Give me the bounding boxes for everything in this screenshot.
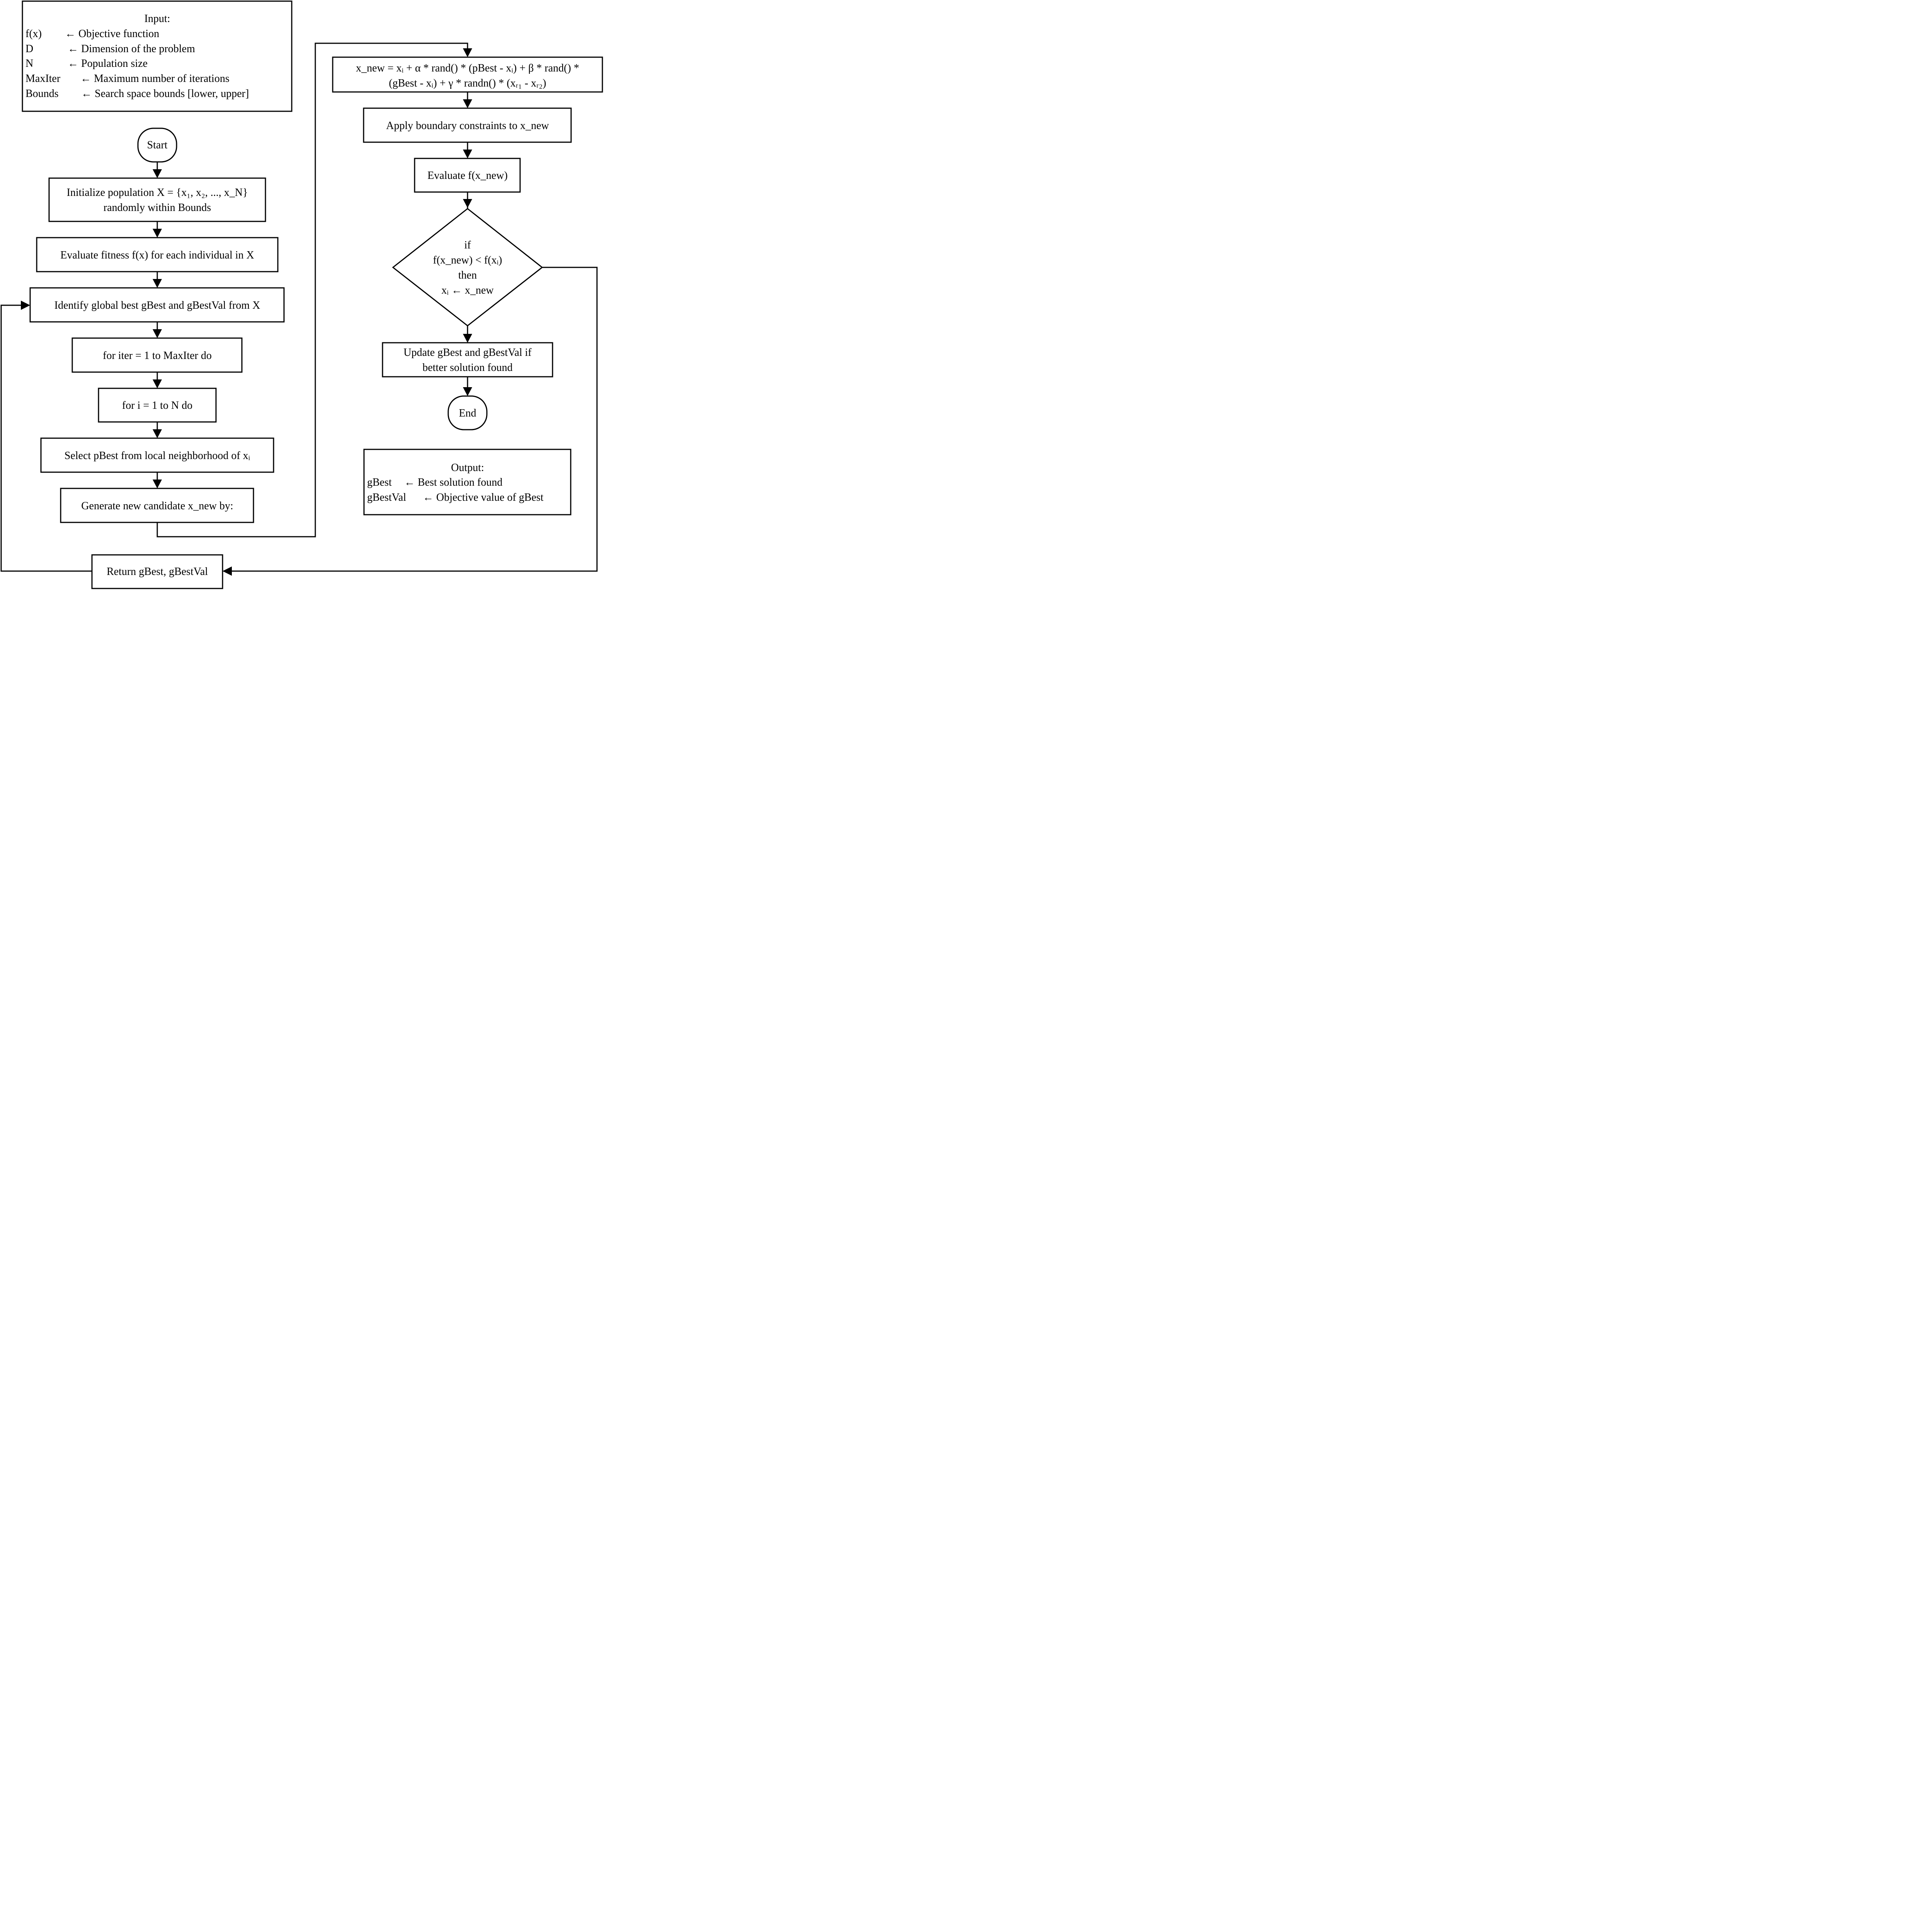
identify-global-best-box: Identify global best gBest and gBestVal … xyxy=(29,287,285,323)
select-pbest-label: Select pBest from local neighborhood of … xyxy=(65,450,250,462)
input-row-objective-symbol: f(x) xyxy=(26,28,42,40)
evaluate-new-label: Evaluate f(x_new) xyxy=(427,170,508,182)
output-row-gbestval-symbol: gBestVal xyxy=(367,492,406,503)
end-label: End xyxy=(459,407,476,419)
apply-boundary-label: Apply boundary constraints to x_new xyxy=(386,120,549,132)
generate-candidate-box: Generate new candidate x_new by: xyxy=(60,488,254,523)
input-row-dimension-desc: ← Dimension of the problem xyxy=(68,43,195,55)
arrowhead-down-icon xyxy=(153,329,162,338)
output-box: Output: gBest ← Best solution found gBes… xyxy=(363,449,571,515)
connectors xyxy=(0,43,598,572)
arrowhead-down-icon xyxy=(463,199,472,208)
start-node: Start xyxy=(137,128,177,163)
arrowhead-down-icon xyxy=(463,99,472,108)
input-row-maxiter-desc: ← Maximum number of iterations xyxy=(80,73,230,85)
connector-loop-back xyxy=(0,304,92,572)
arrowhead-down-icon xyxy=(153,279,162,288)
input-box: Input: f(x) ← Objective function D ← Dim… xyxy=(22,0,293,112)
evaluate-new-box: Evaluate f(x_new) xyxy=(414,158,521,193)
decision-diamond: if f(x_new) < f(xᵢ) then xᵢ ← x_new xyxy=(392,208,543,327)
identify-global-best-label: Identify global best gBest and gBestVal … xyxy=(54,299,260,311)
update-rule-line1: x_new = xᵢ + α * rand() * (pBest - xᵢ) +… xyxy=(356,62,579,74)
arrowhead-down-icon xyxy=(153,169,162,178)
select-pbest-box: Select pBest from local neighborhood of … xyxy=(40,437,274,473)
update-gbest-line2: better solution found xyxy=(422,362,512,374)
arrowhead-down-icon xyxy=(153,429,162,438)
decision-line4: xᵢ ← x_new xyxy=(441,284,494,296)
arrowhead-down-icon xyxy=(463,48,472,57)
evaluate-fitness-box: Evaluate fitness f(x) for each individua… xyxy=(36,237,279,272)
input-row-bounds-desc: ← Search space bounds [lower, upper] xyxy=(81,88,249,100)
init-population-line1: Initialize population X = {x₁, x₂, ..., … xyxy=(67,187,248,199)
arrowhead-down-icon xyxy=(153,229,162,238)
connector-decision-to-return xyxy=(232,267,598,572)
output-title: Output: xyxy=(451,462,484,474)
return-label: Return gBest, gBestVal xyxy=(107,566,208,578)
arrowhead-right-icon xyxy=(21,301,30,310)
output-row-gbest-desc: ← Best solution found xyxy=(404,476,502,488)
arrowhead-down-icon xyxy=(463,387,472,396)
input-row-dimension-symbol: D xyxy=(26,43,33,55)
apply-boundary-box: Apply boundary constraints to x_new xyxy=(363,107,572,143)
connector-generate-update-rule xyxy=(156,43,468,537)
end-node: End xyxy=(447,395,488,430)
outer-loop-box: for iter = 1 to MaxIter do xyxy=(71,337,243,373)
arrowhead-down-icon xyxy=(463,150,472,158)
return-box: Return gBest, gBestVal xyxy=(91,554,223,589)
input-row-population-desc: ← Population size xyxy=(68,58,148,70)
flowchart: Input: f(x) ← Objective function D ← Dim… xyxy=(0,0,603,589)
inner-loop-box: for i = 1 to N do xyxy=(98,388,217,423)
arrowheads xyxy=(21,48,472,576)
decision-line1: if xyxy=(464,239,471,251)
start-label: Start xyxy=(147,139,168,151)
input-row-objective-desc: ← Objective function xyxy=(65,28,159,40)
input-row-population-symbol: N xyxy=(26,58,33,70)
init-population-box: Initialize population X = {x₁, x₂, ..., … xyxy=(48,177,266,222)
inner-loop-label: for i = 1 to N do xyxy=(122,400,192,412)
input-row-bounds-symbol: Bounds xyxy=(26,88,59,100)
output-row-gbest-symbol: gBest xyxy=(367,476,392,488)
decision-line2: f(x_new) < f(xᵢ) xyxy=(433,254,502,266)
outer-loop-label: for iter = 1 to MaxIter do xyxy=(103,350,212,362)
decision-line3: then xyxy=(458,269,477,281)
generate-candidate-label: Generate new candidate x_new by: xyxy=(81,500,233,512)
input-title: Input: xyxy=(145,13,170,25)
input-row-maxiter-symbol: MaxIter xyxy=(26,73,61,85)
update-gbest-box: Update gBest and gBestVal if better solu… xyxy=(382,342,553,378)
evaluate-fitness-label: Evaluate fitness f(x) for each individua… xyxy=(60,249,254,261)
arrowhead-down-icon xyxy=(153,480,162,488)
update-rule-line2: (gBest - xᵢ) + γ * randn() * (xᵣ₁ - xᵣ₂) xyxy=(389,77,546,89)
arrowhead-left-icon xyxy=(223,566,232,576)
output-row-gbestval-desc: ← Objective value of gBest xyxy=(423,492,544,503)
update-rule-box: x_new = xᵢ + α * rand() * (pBest - xᵢ) +… xyxy=(332,56,603,93)
init-population-line2: randomly within Bounds xyxy=(104,202,211,214)
update-gbest-line1: Update gBest and gBestVal if xyxy=(403,347,532,359)
arrowhead-down-icon xyxy=(463,334,472,343)
arrowhead-down-icon xyxy=(153,379,162,388)
